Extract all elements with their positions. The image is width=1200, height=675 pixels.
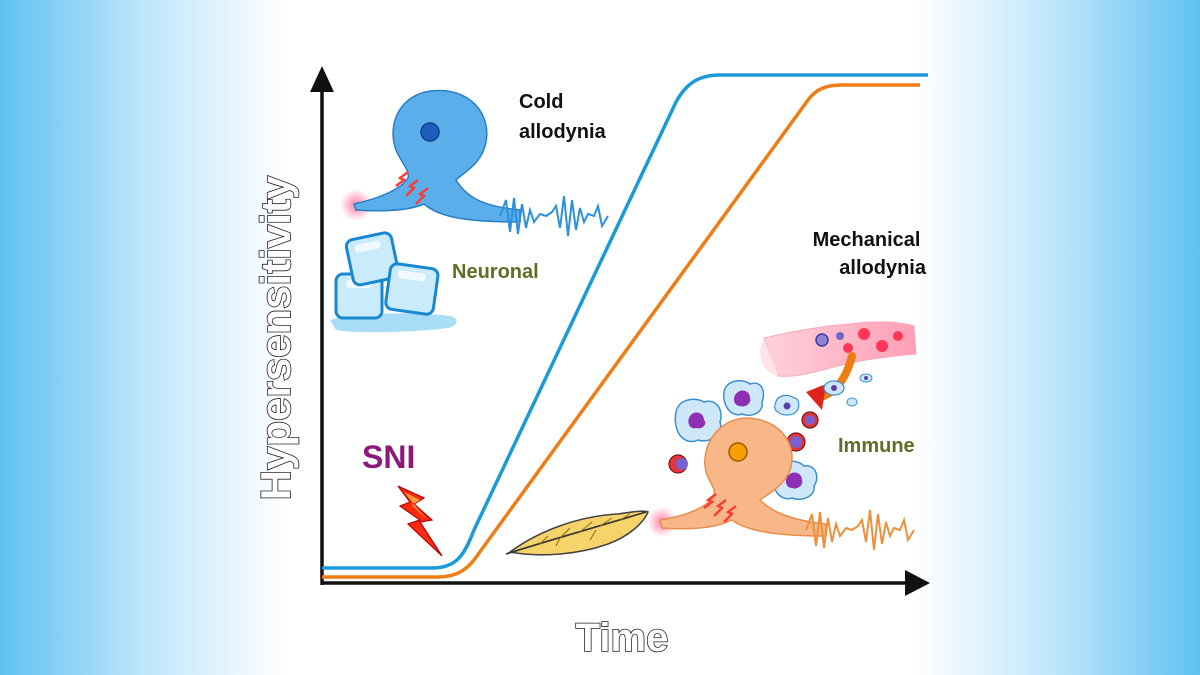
x-axis xyxy=(322,570,930,596)
y-axis xyxy=(310,66,334,585)
immune-label: Immune xyxy=(838,435,915,457)
cold-allodynia-label: Cold allodynia xyxy=(519,91,607,143)
lightning-bolt-icon xyxy=(397,485,443,557)
mechanical-allodynia-curve xyxy=(322,83,920,579)
immune-cell-icon xyxy=(668,373,873,500)
pain-spark-icon xyxy=(703,493,737,523)
neuronal-label: Neuronal xyxy=(452,261,539,283)
nerve-signal-icon-immune xyxy=(805,509,915,551)
sni-label: SNI xyxy=(362,439,415,475)
ice-cubes-icon xyxy=(330,231,457,333)
neuron-icon-immune xyxy=(647,417,827,537)
blood-vessel-icon xyxy=(760,321,917,377)
feather-icon xyxy=(505,510,650,556)
nerve-signal-icon xyxy=(499,195,609,237)
mechanical-allodynia-label: Mechanical allodynia xyxy=(813,229,927,279)
pain-spark-icon xyxy=(395,171,429,205)
cold-allodynia-curve xyxy=(322,73,928,570)
y-axis-title: Hypersensitivity xyxy=(252,175,299,500)
neuron-icon xyxy=(340,89,521,223)
x-axis-title: Time xyxy=(576,616,669,660)
